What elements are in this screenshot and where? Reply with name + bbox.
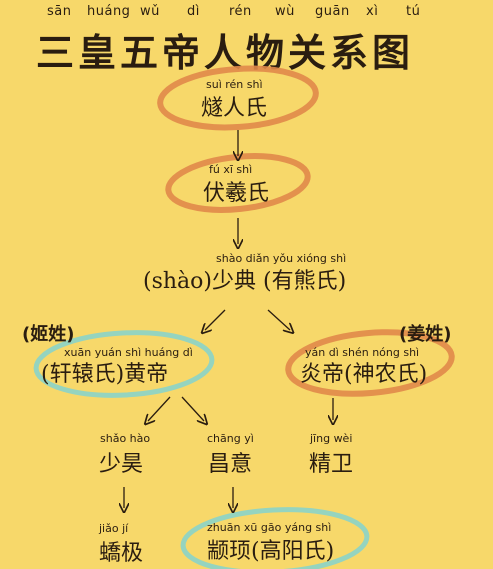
node-zhuanxu: 颛顼(高阳氏) (207, 539, 335, 564)
node-shaodian-pinyin: shào diǎn yǒu xióng shì (216, 252, 347, 265)
title-pinyin-5: rén (229, 4, 252, 19)
node-suirenshi-pinyin: suì rén shì (206, 78, 263, 91)
node-jiaoji-pinyin: jiǎo jí (99, 522, 129, 535)
node-jiaoji: 蟜极 (99, 541, 144, 566)
node-zhuanxu-pinyin: zhuān xū gāo yáng shì (207, 521, 332, 534)
arrow-shao-to-huangdi (205, 309, 226, 330)
node-yandi-pinyin: yán dì shén nóng shì (305, 346, 420, 359)
page-title: 三皇五帝人物关系图 (36, 31, 415, 75)
arrow-huangdi-to-shaohao (148, 396, 171, 421)
node-changyi-pinyin: chāng yì (207, 432, 254, 445)
node-suirenshi: 燧人氏 (201, 96, 268, 121)
node-shaohao: 少昊 (99, 452, 144, 477)
title-pinyin-6: wù (275, 4, 295, 19)
title-pinyin-4: dì (187, 4, 200, 19)
node-yandi: 炎帝(神农氏) (300, 362, 428, 387)
node-jingwei: 精卫 (309, 452, 354, 477)
title-pinyin-2: huáng (87, 4, 131, 19)
title-pinyin-9: tú (406, 4, 421, 19)
node-shaodian: (shào)少典 (有熊氏) (143, 269, 347, 294)
node-xuanyuan: (轩辕氏)黄帝 (41, 362, 169, 387)
tag-jiang-surname: (姜姓) (399, 324, 452, 345)
node-jingwei-pinyin: jīng wèi (310, 432, 353, 445)
tag-ji-surname: (姬姓) (22, 324, 75, 345)
node-shaohao-pinyin: shǎo hào (100, 432, 151, 445)
title-pinyin-1: sān (47, 4, 72, 19)
arrow-shao-to-yandi (267, 309, 290, 330)
node-fuxishi-pinyin: fú xī shì (209, 163, 253, 176)
node-changyi: 昌意 (208, 452, 253, 477)
node-fuxishi: 伏羲氏 (203, 181, 270, 206)
node-xuanyuan-pinyin: xuān yuán shì huáng dì (64, 346, 193, 359)
title-pinyin-7: guān (315, 4, 350, 19)
title-pinyin-8: xì (366, 4, 379, 19)
arrow-huangdi-to-changyi (181, 396, 204, 421)
title-pinyin-3: wǔ (140, 4, 160, 19)
